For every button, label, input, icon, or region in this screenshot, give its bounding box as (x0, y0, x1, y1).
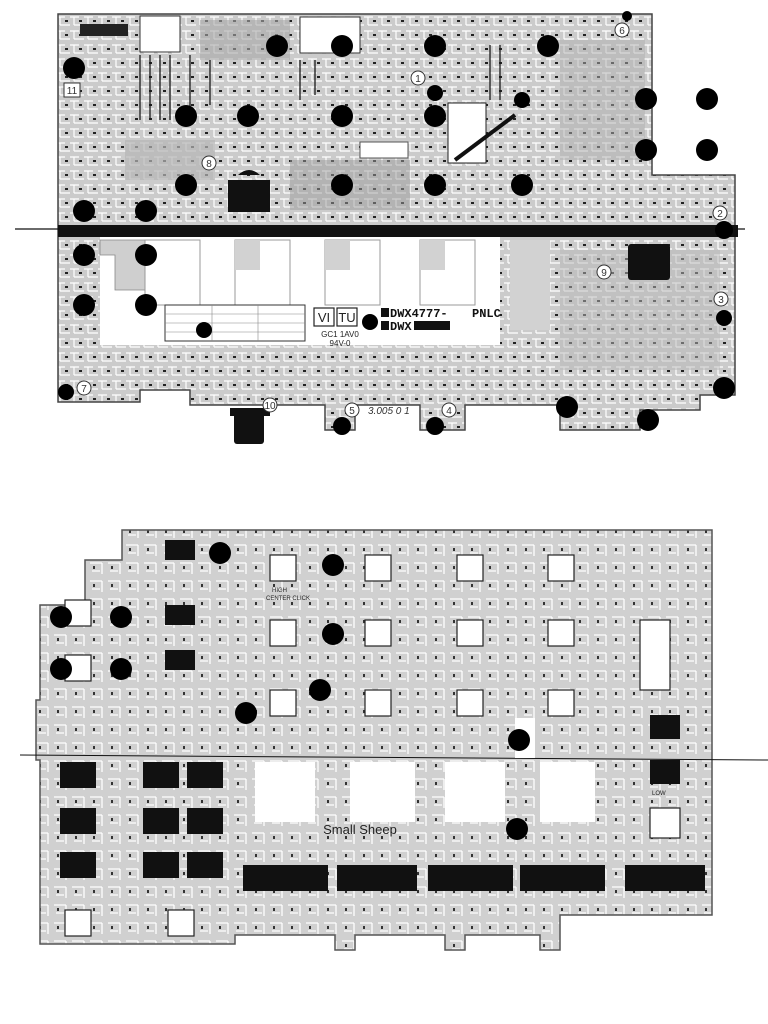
svg-text:1: 1 (415, 74, 421, 85)
switch-blocks-left (60, 540, 680, 878)
marker-5: 5 (344, 402, 360, 418)
svg-text:6: 6 (619, 26, 625, 37)
mounting-holes-top (58, 11, 735, 435)
svg-text:7: 7 (81, 384, 87, 395)
switch-label-center-click: CENTER CLICK (266, 596, 310, 602)
tu-logo: TU (336, 307, 358, 327)
marker-11: 11 (63, 82, 81, 98)
switch-label-high: HIGH (272, 588, 287, 594)
marker-1: 1 (410, 70, 426, 86)
switch-label-low: LOW (652, 791, 666, 797)
center-bus-bar (58, 225, 738, 237)
ic-chip-right (628, 244, 670, 280)
svg-text:5: 5 (349, 406, 355, 417)
bottom-connectors (243, 865, 705, 891)
top-board: 1 2 3 4 5 6 7 8 9 10 11 VI TU GC1 1AV0 9… (15, 11, 745, 444)
svg-text:8: 8 (206, 159, 212, 170)
marker-3: 3 (713, 291, 729, 307)
svg-text:VI: VI (318, 310, 330, 325)
svg-text:3: 3 (718, 295, 724, 306)
marker-4: 4 (441, 402, 457, 418)
svg-text:9: 9 (601, 268, 607, 279)
marker-9: 9 (596, 264, 612, 280)
svg-text:TU: TU (338, 310, 355, 325)
svg-text:4: 4 (446, 406, 452, 417)
marker-2: 2 (712, 205, 728, 221)
sub-code-2: 94V-0 (330, 339, 351, 348)
svg-text:2: 2 (717, 209, 723, 220)
ic-chip-left (228, 170, 270, 212)
model-code-1: DWX4777- (390, 307, 448, 321)
svg-text:10: 10 (264, 401, 276, 412)
svg-text:11: 11 (67, 86, 78, 97)
sub-code-1: GC1 1AV0 (321, 330, 359, 339)
model-code-2: DWX (390, 320, 412, 334)
bottom-board: Small Sheep HIGH CENTER CLICK LOW (19, 529, 768, 951)
board-center-text: Small Sheep (323, 822, 397, 837)
tact-switches (64, 554, 681, 937)
marker-8: 8 (201, 155, 217, 171)
marker-7: 7 (76, 380, 92, 396)
revision-code: 3.005 0 1 (368, 406, 410, 417)
model-code-1-suffix: PNLC (472, 307, 501, 321)
marker-6: 6 (614, 22, 630, 38)
mounting-holes-bottom (50, 542, 530, 840)
vi-logo: VI (313, 307, 335, 327)
bottom-board-outline (35, 529, 713, 951)
marker-10: 10 (262, 397, 278, 413)
